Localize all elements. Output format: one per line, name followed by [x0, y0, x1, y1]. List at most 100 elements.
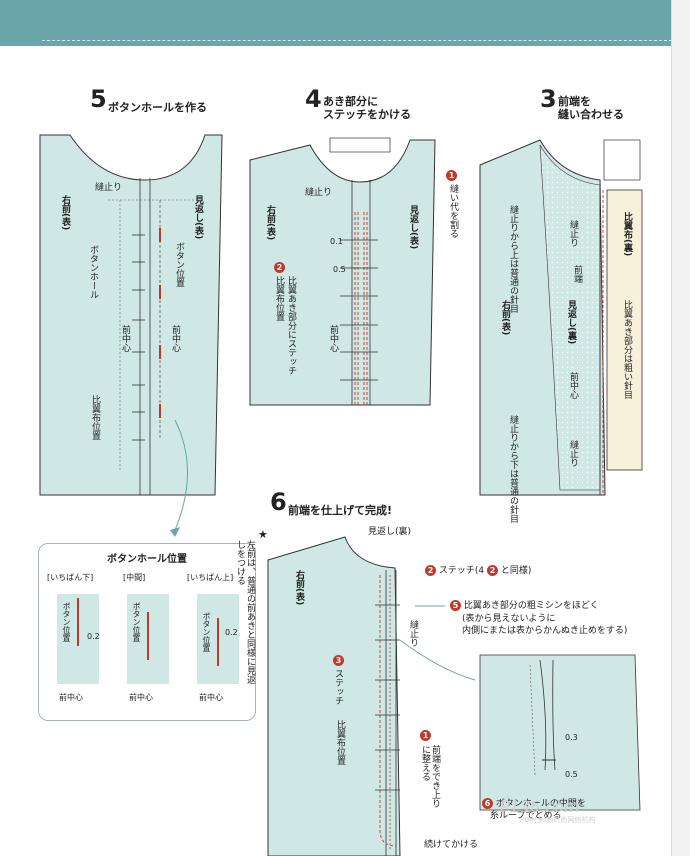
step6-continue-label: 続けてかける [424, 840, 479, 850]
step6-stitch-ref-text2: と同様) [500, 566, 532, 576]
step4-stitch-opening-label: 比翼あき部分にステッチ [286, 276, 296, 375]
step5-front-right-label: 右前(表) [60, 195, 70, 231]
zoom-panel [479, 654, 641, 811]
step6-title-text: 前端を仕上げて完成! [288, 504, 393, 517]
step6-num2-badge: 2 [425, 565, 436, 576]
detail-buttonhole [77, 598, 79, 646]
step4-stitch-line-label: 縫止り [305, 188, 333, 198]
step3-center-front-label: 前中心 [568, 372, 578, 399]
step3-number: 3 [540, 85, 557, 113]
step6-num5-badge: 5 [450, 600, 461, 611]
header-band [0, 0, 690, 46]
step6-measure-03: 0.3 [565, 733, 578, 742]
step6-basting-text: 比翼あき部分の粗ミシンをほどく [463, 601, 599, 611]
step4-title: 4 あき部分に ステッチをかける [305, 85, 445, 121]
step4-measure-05: 0.5 [333, 265, 346, 274]
header-dashed-line [42, 40, 672, 41]
step4-title-line2: ステッチをかける [323, 108, 411, 121]
detail-button-pos: ボタン位置 [202, 612, 211, 652]
step3-facing-label: 見返し(裏) [566, 300, 576, 345]
step6-finish-label: 前端をでき上りに整える [420, 745, 440, 808]
step3-front-right-label: 右前(表) [500, 300, 510, 336]
watermark-sub: POP(全球)时尚网络机构 [520, 816, 596, 824]
placket-fabric [606, 189, 643, 471]
step6-num3: 3 [333, 655, 344, 666]
step5-buttonhole-label: ボタンホール [88, 245, 98, 299]
detail-col-middle: [中間] ボタン位置 前中心 [117, 572, 177, 712]
detail-button-pos: ボタン位置 [132, 602, 141, 642]
step6-garment [267, 536, 401, 856]
step4-center-front-label: 前中心 [328, 325, 338, 352]
step4-number: 4 [305, 85, 322, 113]
step6-placket-label: 比翼布位置 [335, 720, 345, 765]
step3-placket-label: 比翼布(裏) [622, 212, 632, 257]
step3-title-line1: 前端を [558, 95, 591, 108]
step5-stitch-line-label: 縫止り [95, 183, 123, 193]
step6-title: 6 前端を仕上げて完成! [270, 488, 430, 522]
step6-facing-label: 見返し(裏) [368, 527, 412, 537]
detail-col-head: [いちばん上] [187, 573, 234, 582]
step5-number: 5 [90, 85, 107, 113]
step6-stitch-ref: 2 ステッチ(4 2 と同様) [425, 563, 531, 576]
step3-title: 3 前端を 縫い合わせる [540, 85, 650, 121]
step6-num2b-badge: 2 [487, 565, 498, 576]
step6-num1: 1 [420, 730, 431, 741]
step6-loop-note: 6 ボタンホールの中間を [482, 796, 586, 809]
buttonhole-position-panel: ボタンホール位置 [いちばん下] ボタン位置 0.2 前中心 [中間] ボタン位… [38, 543, 256, 721]
detail-col-top: [いちばん上] ボタン位置 0.2 前中心 [187, 572, 249, 712]
step4-num1-badge: 1 [446, 170, 457, 181]
step6-basting-text3: 内側にまたは表からかんぬき止めをする) [462, 626, 628, 636]
step3-stop-stitch-b: 縫止り [568, 440, 578, 467]
detail-buttonhole [217, 618, 219, 666]
step6-number: 6 [270, 488, 287, 516]
step5-placket-position-label: 比翼布位置 [90, 395, 100, 440]
step4-title-line1: あき部分に [323, 95, 378, 108]
step5-garment [39, 134, 223, 496]
left-front-note: 左前は、普通の前あきと同様に見返しをつける [235, 540, 255, 684]
detail-buttonhole [147, 612, 149, 660]
step6-stitch-ref-text: ステッチ(4 [438, 566, 485, 576]
page-edge [671, 0, 690, 856]
step3-normal-stitch-b: 縫止りから下は普通の針目 [508, 415, 518, 523]
step4-split-allowance-label: 縫い代を割る [448, 184, 458, 238]
step6-loop-text: ボタンホールの中間を [495, 799, 586, 809]
step3-front-label: 前端 [572, 265, 582, 283]
step6-stitch-label: ステッチ [333, 669, 343, 705]
step4-garment [249, 139, 436, 406]
step4-num2-badge: 2 [274, 262, 285, 273]
step3-normal-stitch-a: 縫止りから上は普通の針目 [508, 205, 518, 313]
detail-center-front: 前中心 [129, 693, 153, 702]
step6-basting-text2: (表から見えないように [462, 614, 556, 624]
step3-stop-stitch-a: 縫止り [568, 220, 578, 247]
step6-stop-label: 縫止り [408, 620, 418, 647]
step4-num2: 2 [274, 262, 285, 273]
step3-coarse-stitch-label: 比翼あき部分は粗い針目 [622, 300, 632, 399]
detail-title: ボタンホール位置 [107, 554, 187, 565]
step4-num1: 1 [446, 170, 457, 181]
step6-measure-05: 0.5 [565, 770, 578, 779]
step5-facing-label: 見返し(表) [193, 195, 203, 240]
step5-button-position-label: ボタン位置 [174, 242, 184, 287]
step6-basting-note: 5 比翼あき部分の粗ミシンをほどく [450, 598, 599, 611]
step5-title-text: ボタンホールを作る [108, 101, 207, 114]
step6-front-right-label: 右前(表) [294, 570, 304, 606]
step5-title: 5 ボタンホールを作る [90, 85, 230, 119]
step4-placket-label: 比翼布位置 [274, 276, 284, 321]
step6-num1-badge: 1 [420, 730, 431, 741]
detail-button-pos: ボタン位置 [62, 602, 71, 642]
detail-measure: 0.2 [87, 632, 100, 641]
detail-col-head: [中間] [123, 573, 146, 582]
star-icon: ★ [258, 528, 268, 541]
step3-title-line2: 縫い合わせる [558, 108, 624, 121]
detail-center-front: 前中心 [59, 693, 83, 702]
watermark: P136.com [500, 797, 580, 816]
step4-measure-01: 0.1 [330, 237, 343, 246]
detail-measure: 0.2 [225, 628, 238, 637]
step5-center-front-right: 前中心 [170, 325, 180, 352]
step6-loop-text2: 糸ループでとめる [490, 811, 562, 821]
step6-num6-badge: 6 [482, 798, 493, 809]
detail-center-front: 前中心 [199, 693, 223, 702]
detail-col-head: [いちばん下] [47, 573, 94, 582]
detail-col-bottom: [いちばん下] ボタン位置 0.2 前中心 [47, 572, 107, 712]
